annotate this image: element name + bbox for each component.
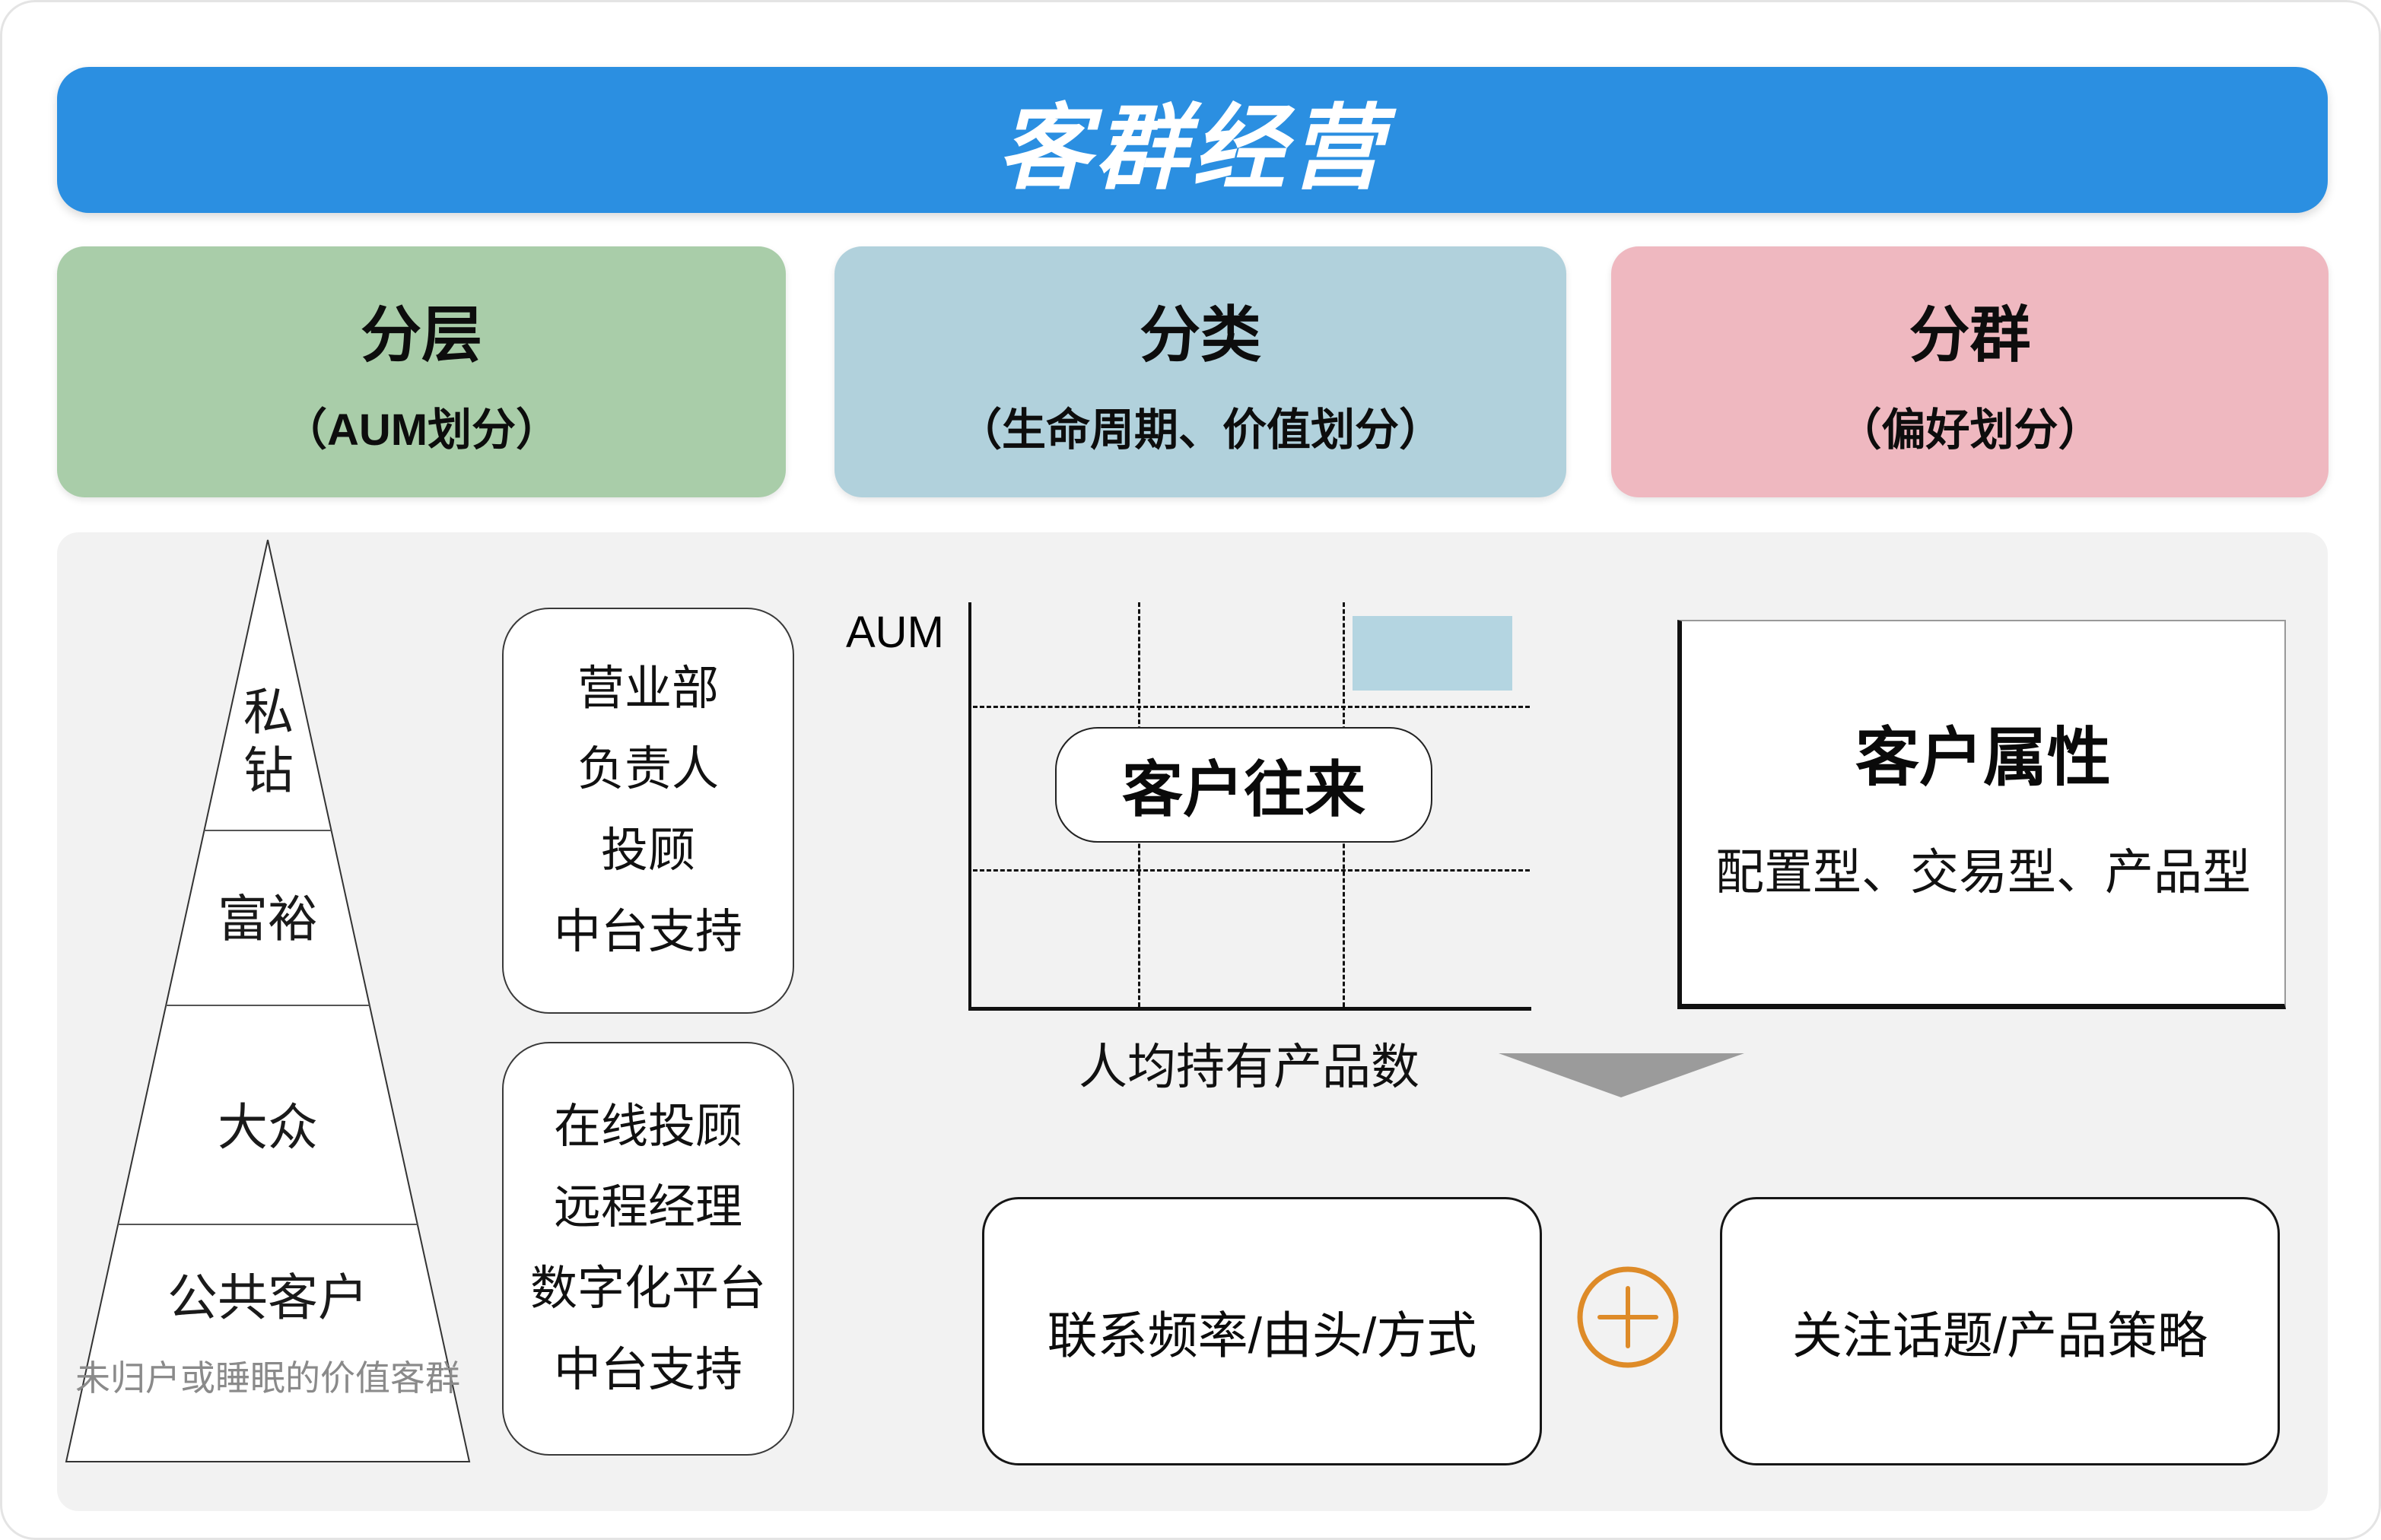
category-subtitle: （生命周期、价值划分） (957, 405, 1443, 455)
support-line: 负责人 (577, 743, 719, 796)
pyramid-tier-private-diamond: 私钻 (243, 684, 294, 799)
pyramid-tier-public: 公共客户 (167, 1269, 368, 1326)
chart-y-axis (968, 602, 971, 1010)
chart-x-axis-label: 人均持有产品数 (1079, 1040, 1419, 1094)
category-card-layering: 分层 （AUM划分） (57, 246, 786, 497)
topic-strategy-box: 关注话题/产品策略 (1720, 1197, 2280, 1465)
support-line: 在线投顾 (553, 1100, 742, 1153)
pyramid-tier-affluent: 富裕 (218, 891, 318, 947)
contact-strategy-box: 联系频率/由头/方式 (982, 1197, 1542, 1465)
category-card-classification: 分类 （生命周期、价值划分） (834, 246, 1566, 497)
support-line: 投顾 (600, 824, 695, 877)
support-line: 中台支持 (553, 1343, 742, 1396)
support-box-online: 在线投顾 远程经理 数字化平台 中台支持 (502, 1042, 794, 1456)
support-line: 远程经理 (553, 1181, 742, 1234)
pyramid-outline (65, 539, 471, 1462)
category-subtitle: （AUM划分） (282, 405, 561, 455)
support-line: 数字化平台 (529, 1262, 766, 1315)
category-card-grouping: 分群 （偏好划分） (1611, 246, 2329, 497)
customer-interaction-label: 客户往来 (1122, 756, 1365, 824)
customer-pyramid (65, 539, 471, 1462)
title-banner: 客群经营 (57, 67, 2328, 213)
chart-x-axis (968, 1007, 1531, 1011)
customer-attributes-box: 客户属性 配置型、交易型、产品型 (1677, 620, 2286, 1009)
support-line: 中台支持 (553, 905, 742, 958)
category-subtitle: （偏好划分） (1837, 405, 2103, 455)
category-title: 分群 (1909, 301, 2031, 369)
support-line: 营业部 (577, 662, 719, 715)
pyramid-note: 未归户或睡眠的价值客群 (75, 1358, 460, 1398)
plus-icon (1577, 1266, 1679, 1368)
customer-attributes-title: 客户属性 (1855, 722, 2111, 793)
topic-strategy-label: 关注话题/产品策略 (1791, 1307, 2208, 1364)
customer-attributes-types: 配置型、交易型、产品型 (1715, 845, 2251, 900)
page-title: 客群经营 (997, 96, 1388, 200)
pyramid-tier-mass: 大众 (218, 1099, 318, 1155)
chart-y-axis-label: AUM (846, 608, 944, 657)
arrow-down-icon (1499, 1053, 1744, 1097)
category-title: 分层 (361, 301, 482, 369)
contact-strategy-label: 联系频率/由头/方式 (1047, 1307, 1477, 1364)
category-title: 分类 (1140, 301, 1261, 369)
chart-highlight-cell (1353, 616, 1512, 691)
customer-interaction-box: 客户往来 (1055, 727, 1432, 843)
chart-gridline-horizontal-2 (973, 869, 1530, 872)
chart-gridline-horizontal-1 (973, 706, 1530, 708)
support-box-branch: 营业部 负责人 投顾 中台支持 (502, 608, 794, 1014)
